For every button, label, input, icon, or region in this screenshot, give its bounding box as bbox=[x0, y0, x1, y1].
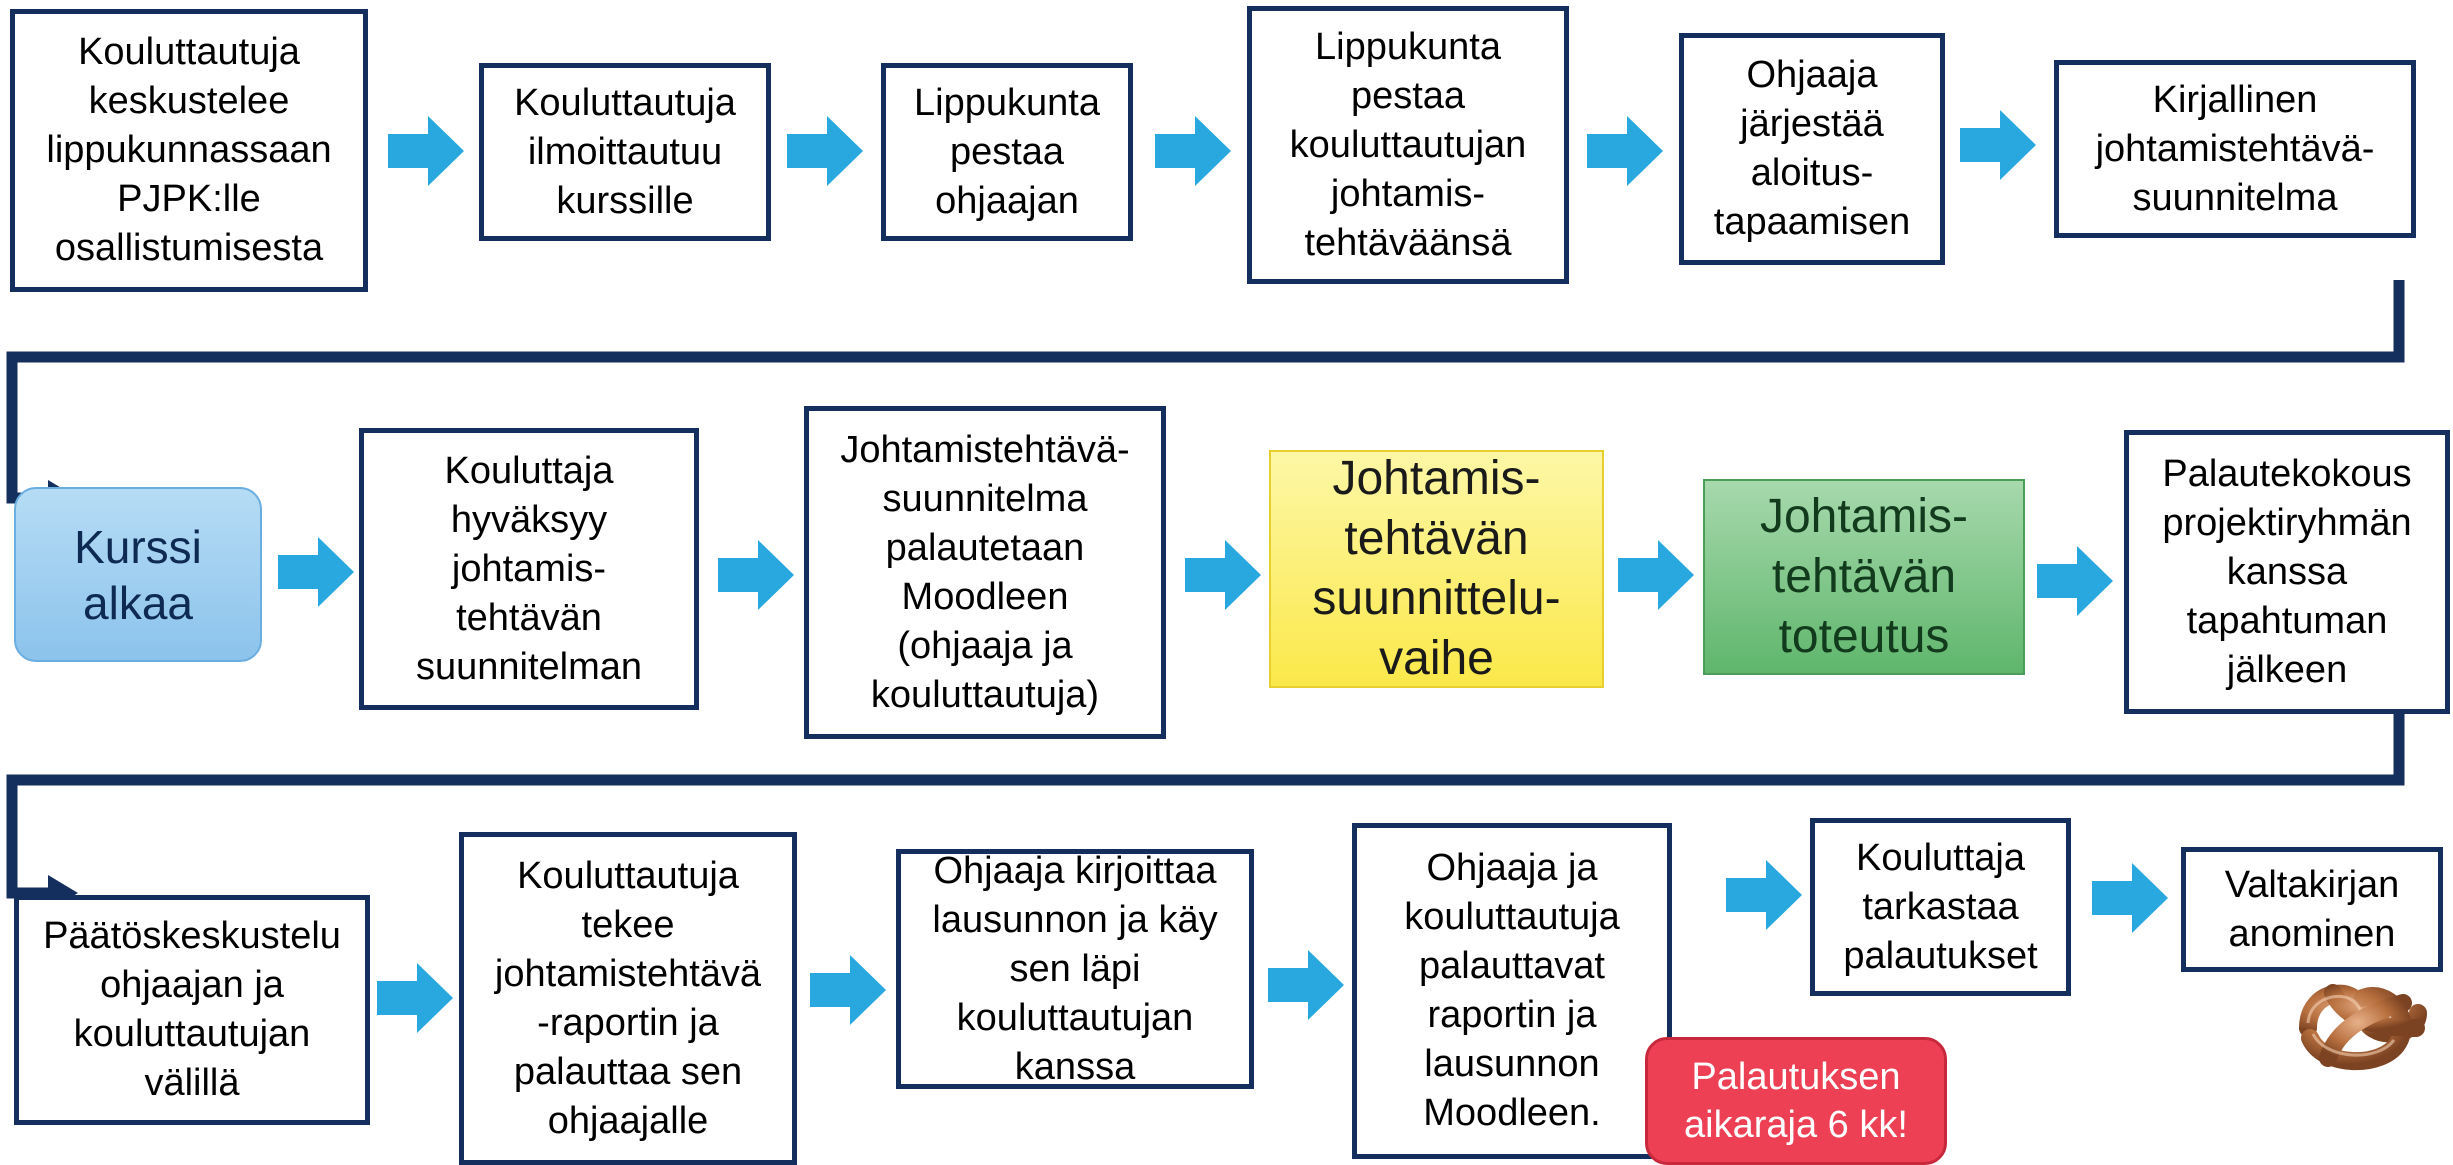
right-arrow-icon bbox=[388, 116, 464, 186]
step-write-report: Kouluttautuja tekee johtamistehtävä -rap… bbox=[459, 832, 797, 1165]
right-arrow-icon bbox=[1185, 540, 1261, 610]
step-final-discussion: Päätöskeskustelu ohjaajan ja kouluttautu… bbox=[14, 895, 370, 1125]
step-discuss-participation: Kouluttautuja keskustelee lippukunnassaa… bbox=[10, 9, 368, 292]
planning-phase-box: Johtamis- tehtävän suunnittelu- vaihe bbox=[1269, 450, 1604, 688]
right-arrow-icon bbox=[787, 116, 863, 186]
step-kickoff-meeting: Ohjaaja järjestää aloitus- tapaamisen bbox=[1679, 33, 1945, 265]
implementation-box: Johtamis- tehtävän toteutus bbox=[1703, 479, 2025, 675]
step-return-to-moodle: Ohjaaja ja kouluttautuja palauttavat rap… bbox=[1352, 823, 1672, 1159]
deadline-badge: Palautuksen aikaraja 6 kk! bbox=[1645, 1037, 1947, 1165]
right-arrow-icon bbox=[718, 540, 794, 610]
right-arrow-icon bbox=[278, 537, 354, 607]
woggle-knot-icon bbox=[2299, 984, 2427, 1071]
right-arrow-icon bbox=[1726, 860, 1802, 930]
step-feedback-meeting: Palautekokous projektiryhmän kanssa tapa… bbox=[2124, 430, 2450, 714]
step-appoint-leadership-task: Lippukunta pestaa kouluttautujan johtami… bbox=[1247, 6, 1569, 284]
right-arrow-icon bbox=[2037, 546, 2113, 616]
step-apply-warrant: Valtakirjan anominen bbox=[2181, 847, 2443, 972]
right-arrow-icon bbox=[1960, 110, 2036, 180]
step-trainer-checks: Kouluttaja tarkastaa palautukset bbox=[1810, 818, 2071, 996]
right-arrow-icon bbox=[1587, 116, 1663, 186]
step-register-course: Kouluttautuja ilmoittautuu kurssille bbox=[479, 63, 771, 241]
right-arrow-icon bbox=[1268, 950, 1344, 1020]
step-trainer-approves-plan: Kouluttaja hyväksyy johtamis- tehtävän s… bbox=[359, 428, 699, 710]
right-arrow-icon bbox=[1618, 540, 1694, 610]
right-arrow-icon bbox=[810, 955, 886, 1025]
step-plan-returned-moodle: Johtamistehtävä- suunnitelma palautetaan… bbox=[804, 406, 1166, 739]
step-appoint-instructor: Lippukunta pestaa ohjaajan bbox=[881, 63, 1133, 241]
step-instructor-statement: Ohjaaja kirjoittaa lausunnon ja käy sen … bbox=[896, 849, 1254, 1089]
right-arrow-icon bbox=[2092, 863, 2168, 933]
course-start-box: Kurssi alkaa bbox=[14, 487, 262, 662]
right-arrow-icon bbox=[1155, 116, 1231, 186]
right-arrow-icon bbox=[377, 963, 453, 1033]
step-written-plan: Kirjallinen johtamistehtävä- suunnitelma bbox=[2054, 60, 2416, 238]
